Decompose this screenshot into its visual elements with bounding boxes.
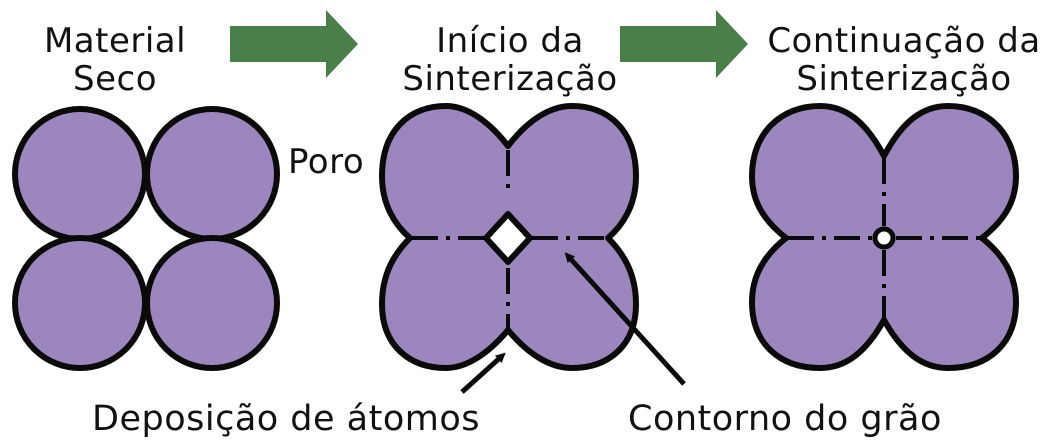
right-block-arrow-icon (230, 10, 358, 78)
stage2-title: Início da Sinterização (390, 22, 630, 98)
stage1-title: Material Seco (30, 22, 200, 98)
stage3-title: Continuação da Sinterização (758, 22, 1050, 98)
initial-sintering-particles (379, 103, 639, 371)
stage3-title-line1: Continuação da (767, 21, 1041, 61)
pore-diamond (483, 211, 533, 265)
pore-circle (872, 226, 896, 250)
grain-boundaries (788, 158, 980, 318)
stage1-title-line1: Material (43, 21, 187, 61)
stage1-title-line2: Seco (73, 59, 157, 99)
grain-boundary-label: Contorno do grão (628, 399, 942, 439)
grain-boundaries (412, 150, 606, 330)
stage2-title-line2: Sinterização (402, 59, 618, 99)
atom-deposition-label: Deposição de átomos (92, 399, 481, 439)
pore-label: Poro (288, 142, 365, 182)
stage2-title-line1: Início da (436, 21, 584, 61)
particle (144, 106, 280, 242)
right-block-arrow-icon (620, 10, 748, 78)
particle (12, 235, 148, 371)
stage3-title-line2: Sinterização (796, 59, 1012, 99)
particle (12, 106, 148, 242)
atom-deposition-arrow (460, 352, 506, 394)
continued-sintering-particles (749, 103, 1019, 371)
particle (144, 235, 280, 371)
dry-material-particles (12, 106, 280, 371)
grain-boundary-arrow (564, 252, 686, 386)
